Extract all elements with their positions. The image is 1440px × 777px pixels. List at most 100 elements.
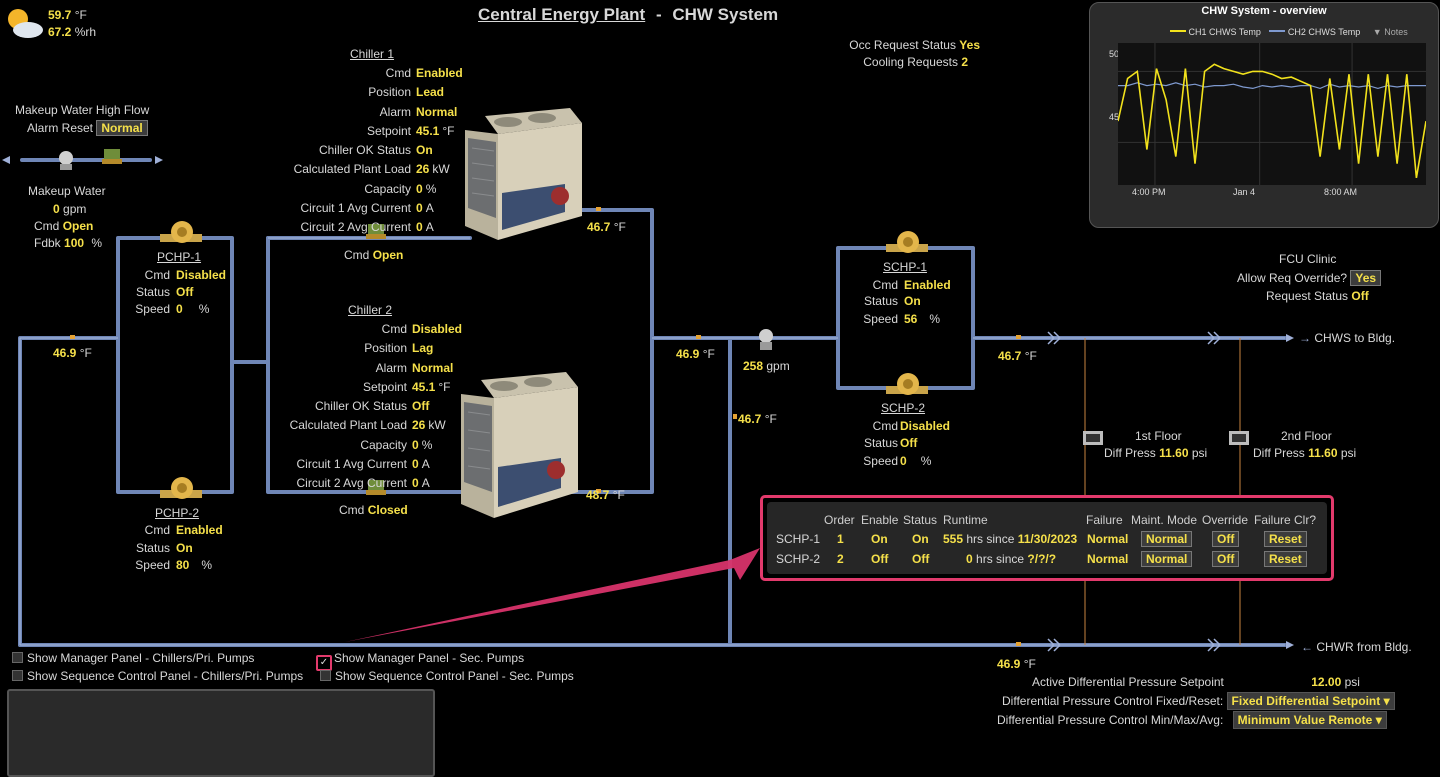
schp-2-runtime: 0 hrs since ?/?/? (966, 552, 1057, 566)
row-value-text: Normal (412, 360, 454, 375)
dp-mode-select[interactable]: Minimum Value Remote ▾ (1232, 711, 1387, 729)
schp-2-override-button[interactable]: Off (1212, 551, 1240, 567)
chiller-1-leave-temp: 46.7 °F (587, 220, 626, 234)
schp-1-override-button[interactable]: Off (1212, 531, 1240, 547)
row-value: Normal (411, 359, 466, 378)
row-value: Disabled (411, 320, 466, 339)
page-title: Central Energy Plant - CHW System (478, 5, 779, 24)
outdoor-rh: 67.2 %rh (48, 25, 97, 39)
title-link[interactable]: Central Energy Plant (478, 5, 646, 24)
series-ch1-line (1118, 63, 1426, 179)
header-order: Order (824, 513, 855, 527)
floor-1-dp: Diff Press 11.60 psi (1104, 446, 1208, 460)
schp-2-maint-button[interactable]: Normal (1141, 551, 1193, 567)
schp-1-maint-button[interactable]: Normal (1141, 531, 1193, 547)
pchp-2-speed: Speed (135, 558, 170, 572)
row-unit: °F (442, 123, 455, 138)
chevron-down-icon: ▾ (1383, 694, 1390, 708)
checkbox-icon[interactable] (12, 670, 23, 681)
schp-1-cmd-value: Enabled (904, 278, 951, 292)
header-failure: Failure (1086, 513, 1123, 527)
schp-1-reset-button[interactable]: Reset (1264, 531, 1307, 547)
schp-2-status: Off (912, 552, 930, 566)
row-label: Cmd (385, 66, 411, 80)
makeup-flow: 0 gpm (53, 202, 87, 216)
schp-1-enable: On (871, 532, 888, 546)
schp-1-row-name: SCHP-1 (776, 532, 821, 546)
floor-2-title: 2nd Floor (1281, 429, 1332, 443)
outdoor-temp: 59.7 °F (48, 8, 87, 22)
pchp-2-title[interactable]: PCHP-2 (155, 506, 200, 520)
schp-1-cmd: Cmd (872, 278, 898, 292)
schp-2-enable: Off (871, 552, 889, 566)
chevron-down-icon: ▾ (1375, 713, 1382, 727)
schp-2-reset-button[interactable]: Reset (1264, 551, 1307, 567)
row-label: Circuit 1 Avg Current (296, 457, 408, 472)
chiller-2-title[interactable]: Chiller 2 (348, 303, 393, 317)
row-value-text: On (416, 143, 433, 158)
row-unit: A (421, 457, 430, 472)
chiller-1-unit[interactable] (460, 108, 585, 243)
toggle-seq-sec[interactable]: Show Sequence Control Panel - Sec. Pumps (320, 669, 574, 683)
row-unit: % (421, 437, 433, 452)
schp-1-failure: Normal (1087, 532, 1129, 546)
checkbox-icon[interactable] (12, 652, 23, 663)
alarm-reset-button[interactable]: Normal (96, 120, 148, 136)
toggle-seq-chillers[interactable]: Show Sequence Control Panel - Chillers/P… (12, 669, 303, 683)
notes-link[interactable]: Notes (1384, 27, 1408, 37)
dp-fixed-select[interactable]: Fixed Differential Setpoint ▾ (1226, 692, 1395, 710)
chiller-2-unit[interactable] (456, 372, 581, 522)
row-label: Alarm (375, 360, 407, 375)
row-label: Calculated Plant Load (289, 418, 407, 433)
dp-fixed-reset: Differential Pressure Control Fixed/Rese… (1002, 692, 1395, 710)
checkbox-icon[interactable] (320, 670, 331, 681)
row-unit: °F (438, 379, 451, 394)
schp-1-status: Status (863, 294, 898, 308)
schp-1-title[interactable]: SCHP-1 (883, 260, 928, 274)
schp-2-title[interactable]: SCHP-2 (881, 401, 926, 415)
makeup-title: Makeup Water (28, 184, 106, 198)
fcu-override-button[interactable]: Yes (1350, 270, 1382, 286)
notes-icon[interactable]: ▼ (1372, 27, 1382, 37)
trend-chart-panel[interactable]: CHW System - overview CH1 CHWS Temp CH2 … (1089, 2, 1439, 228)
chiller2-row: Alarm Normal (226, 359, 466, 378)
header-override: Override (1202, 513, 1249, 527)
row-value: Enabled (415, 64, 467, 83)
schp-1-speed: Speed (863, 312, 898, 326)
xtick-8am: 8:00 AM (1324, 187, 1358, 197)
toggle-mgr-sec[interactable]: ✓Show Manager Panel - Sec. Pumps (316, 651, 524, 671)
row-value-text: Lag (412, 341, 434, 356)
row-label: Capacity (364, 181, 411, 196)
schp-2-speed-value: 0% (900, 454, 932, 468)
xtick-jan4: Jan 4 (1233, 187, 1256, 197)
row-value-text: Off (412, 399, 430, 414)
header-status: Status (903, 513, 938, 527)
row-label: Chiller OK Status (314, 399, 407, 414)
trend-plot-area (1118, 43, 1426, 185)
pchp-2-speed-value: 80% (176, 558, 213, 572)
trend-svg (1118, 43, 1426, 185)
row-label: Capacity (360, 437, 407, 452)
row-value-text: 45.1 (412, 379, 436, 394)
chiller2-row: Cmd Disabled (226, 320, 466, 339)
header-failure-clr: Failure Clr? (1254, 513, 1317, 527)
trend-legend: CH1 CHWS Temp CH2 CHWS Temp ▼ Notes (1170, 27, 1408, 37)
row-label: Cmd (381, 322, 407, 336)
common-temp: 46.9 °F (676, 347, 715, 361)
row-value-text: 26 (416, 162, 430, 177)
chiller-1-valve-cmd: Cmd Open (344, 248, 404, 262)
chiller-1-title[interactable]: Chiller 1 (350, 47, 395, 61)
pchp-1-cmd-value: Disabled (176, 268, 227, 282)
alarm-reset: Alarm Reset Normal (27, 120, 148, 136)
row-unit: % (425, 181, 437, 196)
toggle-mgr-chillers[interactable]: Show Manager Panel - Chillers/Pri. Pumps (12, 651, 254, 665)
pchp-1-title[interactable]: PCHP-1 (157, 250, 202, 264)
schp-2-row-name: SCHP-2 (776, 552, 821, 566)
